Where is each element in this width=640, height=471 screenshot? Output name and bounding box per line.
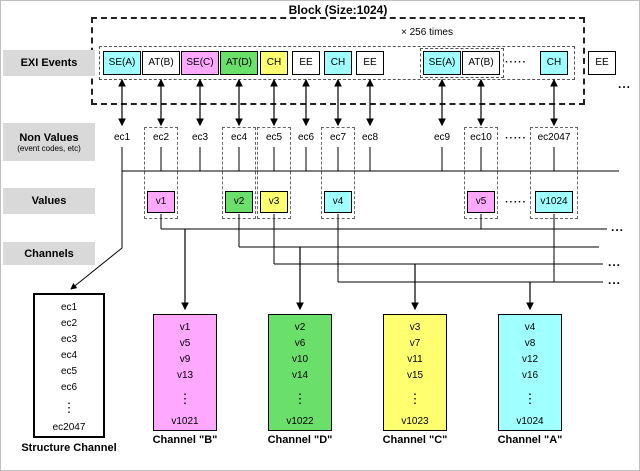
channel-d-box: v2 v6 v10 v14 ⋮ v1022 [268,314,332,431]
channel-item: v14 [291,370,309,381]
row-label-non-values: Non Values (event codes, etc) [3,123,95,161]
row-label-channels: Channels [3,242,95,265]
event-code: ec6 [297,132,315,143]
events-continuation-dots: ... [618,77,632,91]
channel-item: ec4 [60,350,78,361]
event-box: EE [588,51,616,75]
event-box: EE [356,51,384,75]
channel-item: v15 [406,370,424,381]
vertical-ellipsis: ⋮ [178,391,192,406]
event-code: ec2 [152,132,170,143]
channel-item: v1024 [516,416,544,427]
row-label-exi-events: EXI Events [3,50,95,76]
vertical-ellipsis: ⋮ [293,391,307,406]
channel-item: v1023 [401,416,429,427]
channel-item: v4 [524,322,536,333]
row-label-text: Channels [24,247,74,260]
channel-item: ec6 [60,382,78,393]
event-box: CH [540,51,568,75]
value-box: v3 [260,191,288,213]
event-code: ec10 [470,132,492,143]
channel-item: ec3 [60,334,78,345]
event-box: AT(D) [220,51,258,75]
channel-item: v1 [179,322,191,333]
event-box: SE(A) [423,51,461,75]
channel-item: ec5 [60,366,78,377]
channel-item: v9 [179,354,191,365]
channel-c-label: Channel "C" [382,434,448,446]
channel-item: v13 [176,370,194,381]
row-label-values: Values [3,188,95,214]
channel-item: v3 [409,322,421,333]
bus-continuation-dots: ... [608,273,622,287]
bus-continuation-dots: ... [608,255,622,269]
event-box: AT(B) [462,51,500,75]
event-codes-ellipsis: ····· [505,133,527,144]
event-code: ec3 [191,132,209,143]
event-code: ec1 [113,132,131,143]
vertical-ellipsis: ⋮ [62,400,76,415]
row-label-text: EXI Events [20,57,78,69]
event-code: ec4 [230,132,248,143]
channel-item: v5 [179,338,191,349]
structure-channel-box: ec1 ec2 ec3 ec4 ec5 ec6 ⋮ ec2047 [33,293,105,438]
event-code: ec5 [265,132,283,143]
channel-item: v8 [524,338,536,349]
event-code: ec9 [433,132,451,143]
channel-b-box: v1 v5 v9 v13 ⋮ v1021 [153,314,217,431]
channel-item: v10 [291,354,309,365]
event-box: CH [260,51,288,75]
row-label-text: Non Values [19,131,79,144]
channel-item: ec2 [60,318,78,329]
structure-channel-label: Structure Channel [21,442,117,454]
event-code: ec2047 [537,132,571,143]
channel-item: v7 [409,338,421,349]
value-box: v2 [225,191,253,213]
channel-item: v1022 [286,416,314,427]
channel-item: v12 [521,354,539,365]
values-ellipsis: ····· [505,197,527,208]
event-box: AT(B) [142,51,180,75]
event-box: CH [324,51,352,75]
value-box: v5 [467,191,495,213]
repeat-count-label: × 256 times [401,27,453,38]
channel-d-label: Channel "D" [267,434,333,446]
event-code: ec8 [361,132,379,143]
repeat-group-box [420,48,504,78]
channel-item: v2 [294,322,306,333]
value-collection-buses [160,214,607,283]
value-box: v1024 [535,191,573,213]
row-sublabel-text: (event codes, etc) [17,143,81,153]
event-box: SE(C) [181,51,219,75]
channel-item: ec2047 [52,422,86,433]
channel-drop-arrows [181,229,534,311]
channel-c-box: v3 v7 v11 v15 ⋮ v1023 [383,314,447,431]
event-code: ec7 [329,132,347,143]
channel-a-box: v4 v8 v12 v16 ⋮ v1024 [498,314,562,431]
channel-item: v11 [407,354,423,365]
event-box: EE [292,51,320,75]
vertical-ellipsis: ⋮ [523,391,537,406]
row-label-text: Values [31,195,67,207]
event-box: SE(A) [103,51,141,75]
value-box: v1 [147,191,175,213]
channel-b-label: Channel "B" [152,434,218,446]
channel-item: v1021 [171,416,199,427]
channel-a-label: Channel "A" [497,434,563,446]
bus-continuation-dots: ... [611,220,625,234]
events-ellipsis: ····· [505,57,527,68]
block-title: Block (Size:1024) [288,3,388,17]
vertical-ellipsis: ⋮ [408,391,422,406]
channel-item: ec1 [60,302,78,313]
value-box: v4 [324,191,352,213]
channel-item: v6 [294,338,306,349]
channel-item: v16 [521,370,539,381]
